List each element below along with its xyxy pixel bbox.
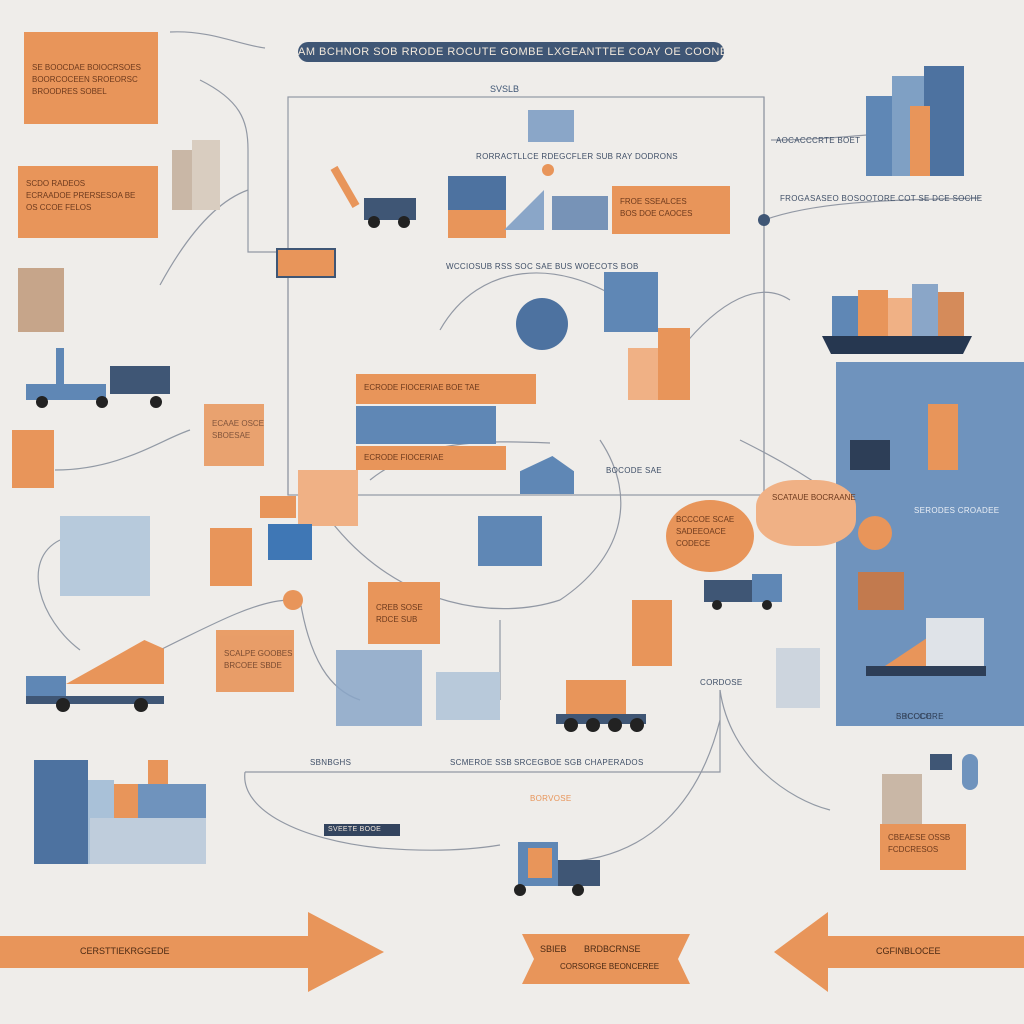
box-icon <box>210 528 252 586</box>
label-right-top: AOCACCCRTE BOET <box>776 136 861 145</box>
forklift-icon <box>556 670 656 736</box>
diagram-subtitle: SVSLB <box>490 84 520 94</box>
monitor-icon <box>850 440 890 470</box>
center-orange-bar: ECRODE FIOCERIAE BOE TAE <box>356 374 536 404</box>
shelf-icon <box>776 648 820 708</box>
arrow-right-label: CGFINBLOCEE <box>876 946 941 956</box>
orange-panel-upper-right: FROE SSEALCES BOS DOE CAOCES <box>612 186 730 234</box>
dump-truck-icon <box>26 640 166 714</box>
label-mid-center: WCCIOSUB RSS SOC SAE BUS WOECOTS BOB <box>446 262 639 271</box>
label-bottom-middle-tag: BORVOSE <box>530 794 572 803</box>
label-bottom-right-line: SRCEGBOE SGB CHAPERADOS <box>514 758 644 767</box>
building-icon <box>172 140 222 210</box>
panel-line: BOORCOCEEN SROEORSC <box>32 75 138 84</box>
crate-icon <box>858 572 904 610</box>
panel-line: SADEEOACE <box>676 527 726 536</box>
ship-small-icon <box>520 456 574 494</box>
blob-label: SCATAUE BOCRAANE <box>772 493 856 502</box>
banner-line-1: SBIEB <box>540 944 567 954</box>
crane-icon <box>436 672 500 720</box>
panel-line: FCDCRESOS <box>888 845 939 854</box>
lift-truck-icon <box>26 348 176 412</box>
panel-line: FROE SSEALCES <box>620 197 687 206</box>
panel-line: SBOESAE <box>212 431 251 440</box>
banner-line-3: CORSORGE BEONCEREE <box>560 962 660 971</box>
label-blue-caption: SBCCCORE <box>896 712 944 721</box>
tag-label: SVEETE BOOE <box>328 826 382 833</box>
city-buildings-icon <box>866 66 964 176</box>
storage-icon <box>18 268 64 332</box>
panel-line: CBEAESE OSSB <box>888 833 951 842</box>
pie-globe-icon <box>516 298 568 350</box>
label-right-mid: FROGASASEO BOSOOTORE COT SE DCE SOCHE <box>780 194 983 203</box>
orange-panel-left-mid: ECAAE OSCE SBOESAE <box>204 404 264 466</box>
orange-panel-left-lower: SCALPE GOOBES BRCOEE SBDE <box>216 630 294 692</box>
label-bottom-center: SBNBGHS <box>310 758 352 767</box>
arrow-right-left <box>0 912 384 992</box>
panel-line: CREB SOSE <box>376 603 423 612</box>
panel-line: BCCCOE SCAE <box>676 515 735 524</box>
panel-line: ECRODE FIOCERIAE <box>364 453 444 462</box>
orange-tall-box <box>632 600 672 666</box>
machine-icon <box>478 516 542 566</box>
cargo-ship-icon <box>822 276 972 360</box>
panel-line: SE BOOCDAE BOIOCRSOES <box>32 63 141 72</box>
warehouse-right-icon <box>882 754 978 824</box>
device-icon <box>276 248 336 278</box>
label-right-panel: SERODES CROADEE <box>914 506 1000 515</box>
orange-tag-left <box>12 430 54 488</box>
package-icon <box>298 470 358 526</box>
blue-block-icon <box>268 524 312 560</box>
label-bottom-center-2: SCMEROE SSB <box>450 758 512 767</box>
label-right-small: CORDOSE <box>700 678 743 687</box>
panel-line: SCALPE GOOBES <box>224 649 293 658</box>
panel-line: RDCE SUB <box>376 615 418 624</box>
panel-line: OS CCOE FELOS <box>26 203 92 212</box>
label-mid-small: BOCODE SAE <box>606 466 662 475</box>
label-top-center: RORRACTLLCE RDEGCFLER SUB RAY DODRONS <box>476 152 678 161</box>
label-bottom-right-small: BRCOCE <box>896 712 933 721</box>
panel-line: BRCOEE SBDE <box>224 661 282 670</box>
diagram-title: AM BCHNOR SOB RRODE ROCUTE GOMBE LXGEANT… <box>298 42 724 62</box>
center-blue-box <box>356 406 496 444</box>
center-orange-box: ECRODE FIOCERIAE <box>356 446 506 470</box>
warehouse-stack-icon <box>628 328 690 400</box>
panel-line: ECAAE OSCE <box>212 419 264 428</box>
arrow-left-label: CERSTTIEKRGGEDE <box>80 946 170 956</box>
city-block-icon <box>34 760 206 864</box>
orange-panel-bottom-right: CBEAESE OSSB FCDCRESOS <box>880 824 966 870</box>
arrow-left-right <box>774 912 1024 992</box>
tag-bottom-left: SVEETE BOOE <box>324 824 400 836</box>
orange-panel-center-lower: CREB SOSE RDCE SUB <box>368 582 440 644</box>
orange-circle-node: BCCCOE SCAE SADEEOACE CODECE <box>666 500 754 572</box>
orange-blob-node: SCATAUE BOCRAANE <box>756 480 856 546</box>
panel-line: BOS DOE CAOCES <box>620 209 693 218</box>
banner-center <box>522 934 690 984</box>
orange-dot-node <box>858 516 892 550</box>
factory-icon <box>60 516 150 596</box>
center-label: ECRODE FIOCERIAE BOE TAE <box>364 383 480 392</box>
crane-truck-icon <box>330 162 420 232</box>
ramp-icon <box>504 190 544 230</box>
machinery-icon <box>336 650 422 726</box>
delivery-truck-icon <box>704 574 782 612</box>
loader-truck-icon <box>866 612 986 682</box>
office-icon <box>604 272 658 332</box>
orange-panel-top-left: SE BOOCDAE BOIOCRSOES BOORCOCEEN SROEORS… <box>24 32 158 124</box>
orange-panel-left-2: SCDO RADEOS ECRAADOE PRERSESOA BE OS CCO… <box>18 166 158 238</box>
panel-line: SCDO RADEOS <box>26 179 86 188</box>
panel-line: BROODRES SOBEL <box>32 87 107 96</box>
panel-line: CODECE <box>676 539 711 548</box>
port-cluster-icon <box>448 176 506 238</box>
banner-line-2: BRDBCRNSE <box>584 944 641 954</box>
warehouse-icon <box>552 196 608 230</box>
panel-line: ECRAADOE PRERSESOA BE <box>26 191 136 200</box>
container-truck-icon <box>508 842 600 900</box>
tower-icon <box>928 404 958 470</box>
tag-icon <box>260 496 296 518</box>
container-icon <box>528 110 574 142</box>
